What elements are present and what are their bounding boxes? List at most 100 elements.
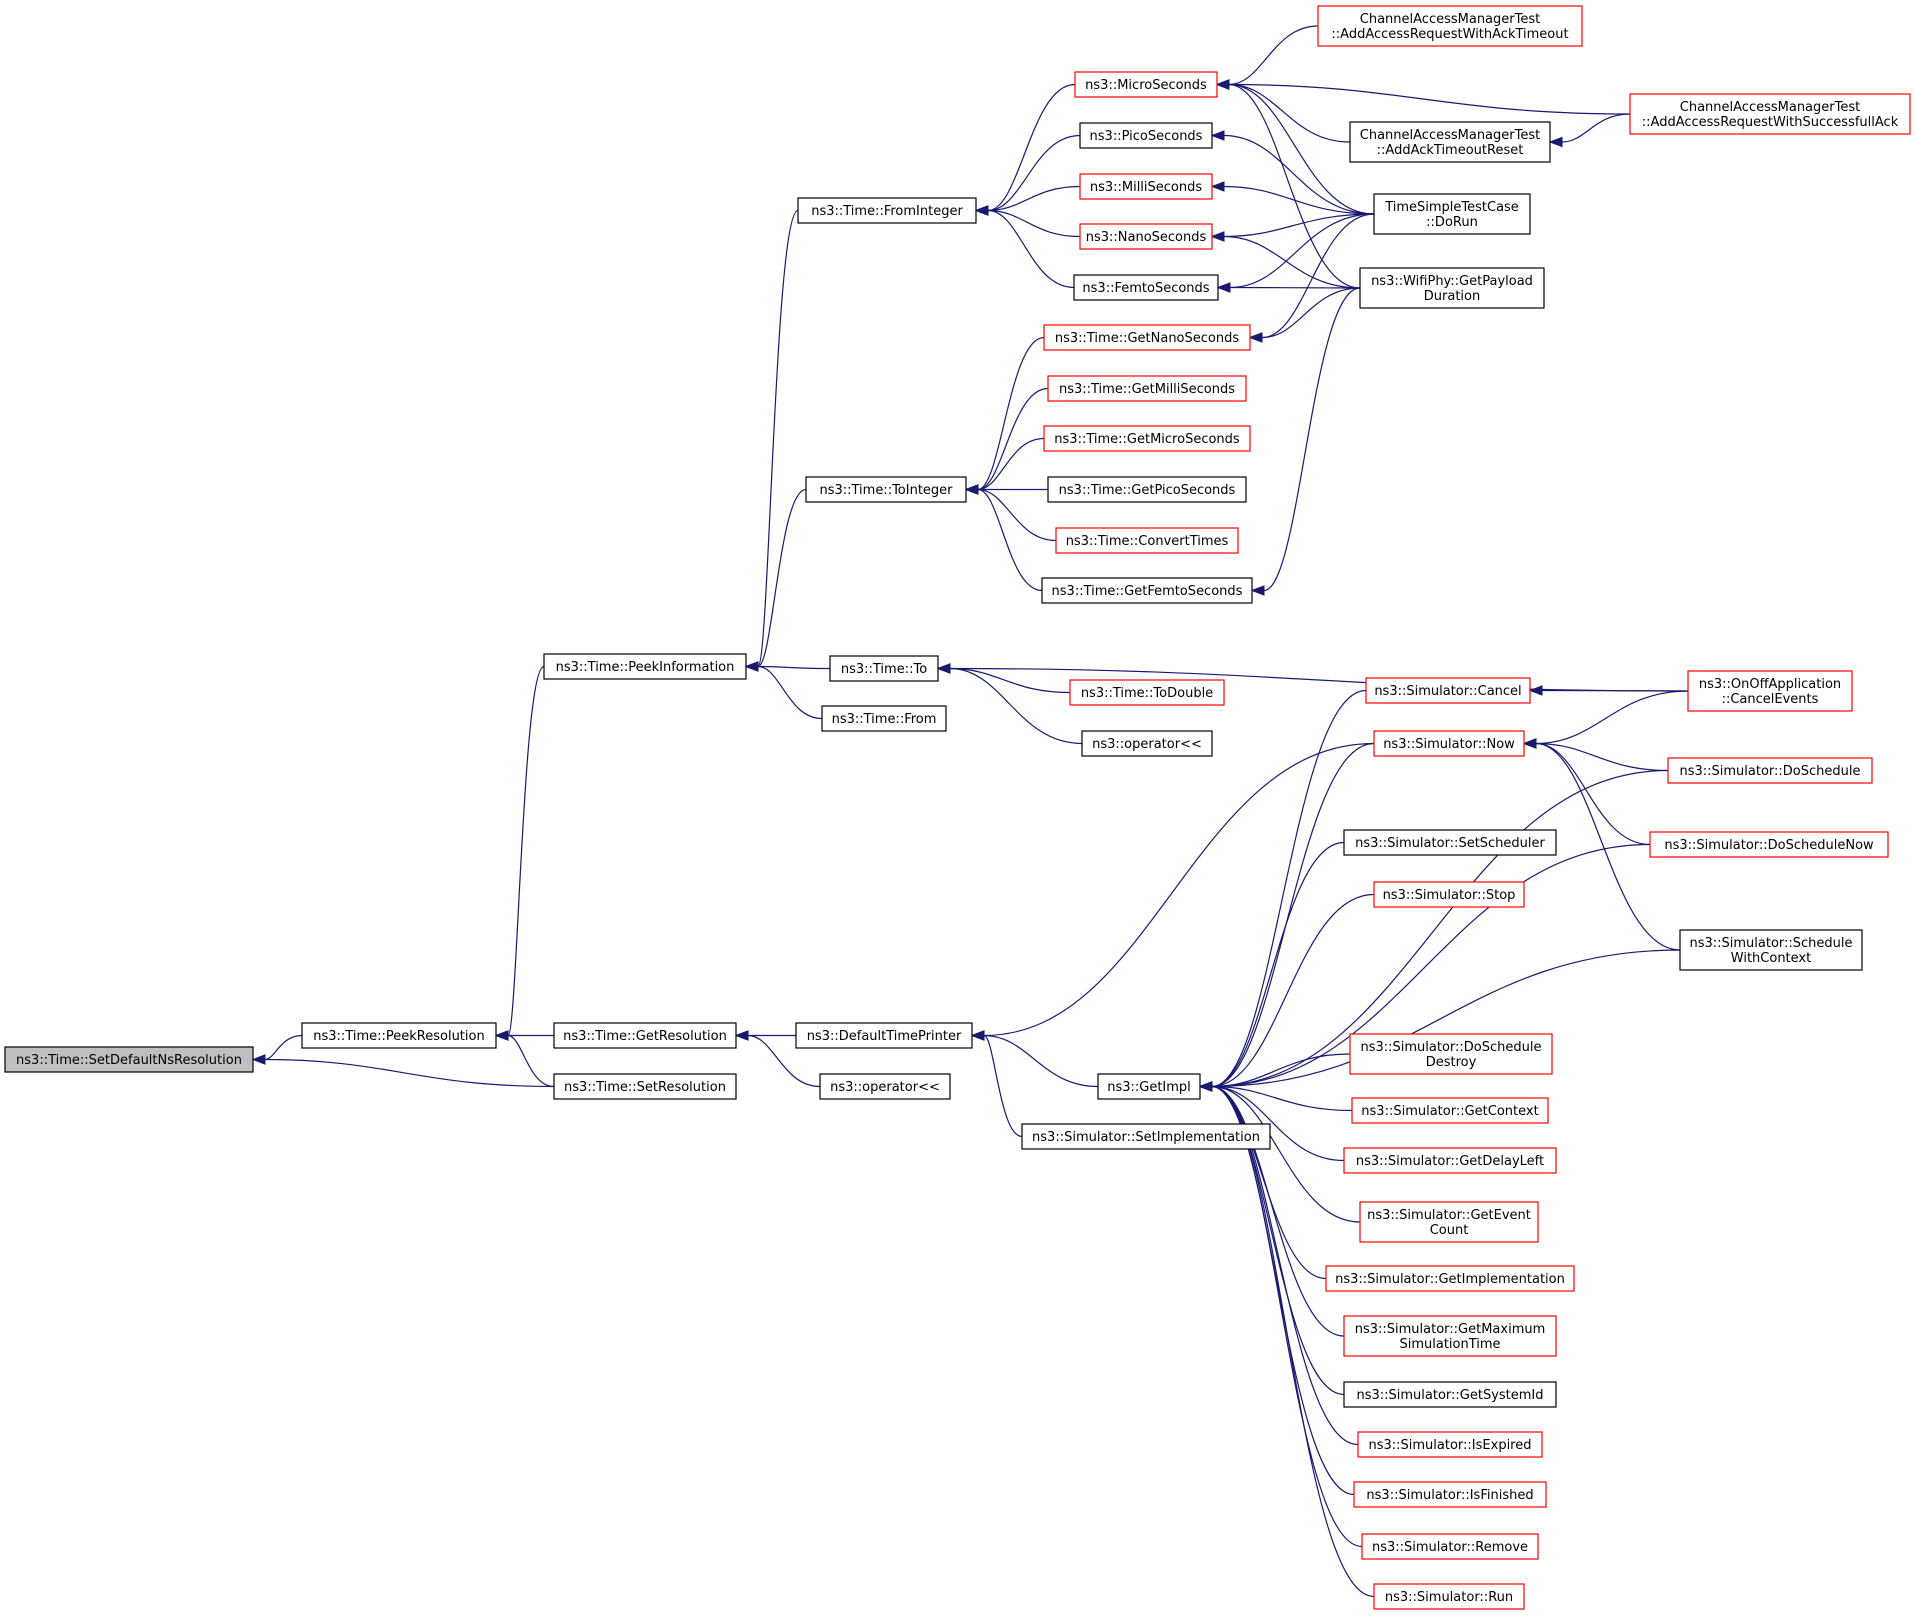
edge-onoff_cancelevents-to-sim_now (1522, 690, 1689, 749)
node-cam-acktimeout[interactable]: ChannelAccessManagerTest::AddAccessReque… (1317, 5, 1583, 47)
node-milliseconds[interactable]: ns3::MilliSeconds (1079, 173, 1213, 200)
node-sim-stop[interactable]: ns3::Simulator::Stop (1373, 881, 1525, 908)
edge-timesimple-to-femtoseconds (1216, 213, 1375, 293)
node-label: ns3::Time::To (841, 662, 927, 677)
node-label: ns3::Time::GetFemtoSeconds (1052, 584, 1243, 599)
node-converttimes[interactable]: ns3::Time::ConvertTimes (1055, 527, 1239, 554)
node-sim-remove[interactable]: ns3::Simulator::Remove (1361, 1533, 1539, 1560)
node-nanoseconds[interactable]: ns3::NanoSeconds (1079, 223, 1213, 250)
node-time-to[interactable]: ns3::Time::To (829, 655, 939, 682)
node-onoff-cancelevents[interactable]: ns3::OnOffApplication::CancelEvents (1687, 670, 1853, 712)
node-sim-doschedule[interactable]: ns3::Simulator::DoSchedule (1667, 757, 1873, 784)
node-time-from[interactable]: ns3::Time::From (821, 705, 947, 732)
node-label: ns3::Simulator::Schedule (1689, 936, 1852, 951)
node-frominteger[interactable]: ns3::Time::FromInteger (797, 197, 977, 224)
edge-sim_now-to-getimpl (1198, 742, 1375, 1092)
node-sim-now[interactable]: ns3::Simulator::Now (1373, 730, 1525, 757)
node-sim-getdelayleft[interactable]: ns3::Simulator::GetDelayLeft (1343, 1147, 1557, 1174)
edge-picoseconds-to-frominteger (974, 134, 1081, 216)
node-setimplementation[interactable]: ns3::Simulator::SetImplementation (1021, 1123, 1271, 1150)
node-timesimple[interactable]: TimeSimpleTestCase::DoRun (1373, 193, 1531, 235)
node-label: ns3::Simulator::Stop (1383, 888, 1516, 903)
node-sim-isfinished[interactable]: ns3::Simulator::IsFinished (1353, 1481, 1547, 1508)
node-cam-ackreset[interactable]: ChannelAccessManagerTest::AddAckTimeoutR… (1349, 121, 1551, 163)
node-label: ::AddAckTimeoutReset (1377, 143, 1524, 158)
node-microseconds[interactable]: ns3::MicroSeconds (1074, 71, 1218, 98)
node-setresolution[interactable]: ns3::Time::SetResolution (553, 1073, 737, 1100)
node-label: SimulationTime (1399, 1337, 1500, 1352)
edge-onoff_cancelevents-to-sim_cancel (1528, 685, 1689, 696)
node-label: ns3::Simulator::DoSchedule (1360, 1040, 1541, 1055)
edge-timesimple-to-milliseconds (1210, 181, 1375, 215)
node-label: ns3::Time::SetDefaultNsResolution (16, 1053, 242, 1068)
node-sim-getcontext[interactable]: ns3::Simulator::GetContext (1351, 1097, 1549, 1124)
node-picoseconds[interactable]: ns3::PicoSeconds (1079, 122, 1213, 149)
edge-timesimple-to-picoseconds (1210, 130, 1375, 215)
node-getresolution[interactable]: ns3::Time::GetResolution (553, 1022, 737, 1049)
node-label: Destroy (1426, 1055, 1477, 1070)
edge-sim_doschedule-to-sim_now (1522, 738, 1669, 772)
node-sim-isexpired[interactable]: ns3::Simulator::IsExpired (1357, 1431, 1543, 1458)
edge-femtoseconds-to-frominteger (974, 205, 1075, 289)
node-label: ns3::MicroSeconds (1085, 78, 1207, 93)
edge-sim_schedulewithcontext-to-sim_now (1522, 738, 1681, 951)
edge-setresolution-to-setdefaultnsresolution (251, 1054, 555, 1088)
node-getfemtoseconds[interactable]: ns3::Time::GetFemtoSeconds (1041, 577, 1253, 604)
node-label: ns3::Time::PeekResolution (313, 1029, 484, 1044)
node-peekinformation[interactable]: ns3::Time::PeekInformation (543, 653, 747, 680)
edge-sim_run-to-getimpl (1198, 1081, 1375, 1598)
node-label: ::DoRun (1426, 215, 1478, 230)
node-getmilliseconds[interactable]: ns3::Time::GetMilliSeconds (1047, 375, 1247, 402)
edge-sim_doschedulenow-to-sim_now (1522, 738, 1651, 846)
node-peekresolution[interactable]: ns3::Time::PeekResolution (301, 1022, 497, 1049)
node-sim-setscheduler[interactable]: ns3::Simulator::SetScheduler (1343, 829, 1557, 856)
node-label: ns3::Simulator::IsExpired (1368, 1438, 1531, 1453)
node-sim-run[interactable]: ns3::Simulator::Run (1373, 1583, 1525, 1610)
edge-operator_b-to-time_to (936, 663, 1083, 745)
node-tointeger[interactable]: ns3::Time::ToInteger (805, 476, 967, 503)
edge-getimpl-to-defaulttimeprinter (970, 1030, 1099, 1088)
edge-sim_getmaxsimtime-to-getimpl (1198, 1081, 1345, 1337)
node-sim-getsystemid[interactable]: ns3::Simulator::GetSystemId (1343, 1381, 1557, 1408)
node-sim-doschedulenow[interactable]: ns3::Simulator::DoScheduleNow (1649, 831, 1889, 858)
node-label: ::AddAccessRequestWithSuccessfullAck (1642, 115, 1899, 130)
edge-wifiphy-to-getfemtoseconds (1250, 287, 1361, 596)
node-label: ns3::Time::GetMilliSeconds (1059, 382, 1235, 397)
node-label: ns3::Simulator::SetImplementation (1032, 1130, 1260, 1145)
node-operator-a[interactable]: ns3::operator<< (819, 1073, 951, 1100)
node-label: ns3::PicoSeconds (1090, 129, 1203, 144)
edge-frominteger-to-peekinformation (744, 209, 799, 672)
edge-cam_ackreset-to-microseconds (1215, 79, 1351, 143)
node-operator-b[interactable]: ns3::operator<< (1081, 730, 1213, 757)
node-setdefaultnsresolution[interactable]: ns3::Time::SetDefaultNsResolution (4, 1046, 254, 1073)
node-label: ns3::Simulator::SetScheduler (1355, 836, 1545, 851)
node-label: ns3::Time::GetMicroSeconds (1054, 432, 1240, 447)
edge-peekinformation-to-peekresolution (494, 665, 545, 1041)
node-getnanoseconds[interactable]: ns3::Time::GetNanoSeconds (1043, 324, 1251, 351)
node-sim-getimplementation[interactable]: ns3::Simulator::GetImplementation (1325, 1265, 1575, 1292)
node-label: ns3::Simulator::Remove (1372, 1540, 1528, 1555)
node-femtoseconds[interactable]: ns3::FemtoSeconds (1073, 274, 1219, 301)
node-label: ::CancelEvents (1722, 692, 1819, 707)
edge-operator_a-to-getresolution (734, 1030, 821, 1088)
node-getmicroseconds[interactable]: ns3::Time::GetMicroSeconds (1043, 425, 1251, 452)
node-label: ns3::operator<< (830, 1080, 940, 1095)
edge-setresolution-to-peekresolution (494, 1030, 555, 1088)
node-getimpl[interactable]: ns3::GetImpl (1097, 1073, 1201, 1100)
node-sim-cancel[interactable]: ns3::Simulator::Cancel (1365, 677, 1531, 704)
node-label: ns3::Simulator::IsFinished (1366, 1488, 1533, 1503)
node-label: Count (1430, 1223, 1469, 1238)
node-defaulttimeprinter[interactable]: ns3::DefaultTimePrinter (795, 1022, 973, 1049)
edge-getfemtoseconds-to-tointeger (964, 484, 1043, 592)
node-todouble[interactable]: ns3::Time::ToDouble (1069, 679, 1225, 706)
node-label: ns3::Time::ConvertTimes (1066, 534, 1229, 549)
node-getpicoseconds[interactable]: ns3::Time::GetPicoSeconds (1047, 476, 1247, 503)
node-cam-successack[interactable]: ChannelAccessManagerTest::AddAccessReque… (1629, 93, 1911, 135)
edge-sim_setscheduler-to-getimpl (1198, 841, 1345, 1092)
